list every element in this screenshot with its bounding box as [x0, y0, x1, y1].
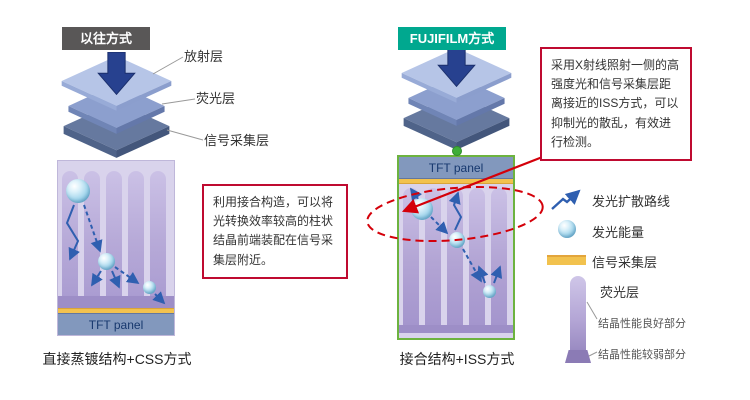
radiation-layer-label: 放射层: [184, 49, 224, 64]
left-detector-diagram: TFT panel: [57, 160, 175, 336]
signal-layer-icon: [547, 255, 586, 265]
light-energy-sphere-icon: [66, 179, 90, 203]
tft-panel-bar: TFT panel: [399, 157, 513, 179]
phosphor-column: [62, 171, 78, 298]
bond-connector-dot: [452, 146, 462, 156]
legend-crystal-weak-label: 结晶性能较弱部分: [598, 349, 686, 361]
light-energy-icon: [558, 220, 576, 238]
phosphor-column: [128, 171, 144, 298]
phosphor-column: [150, 171, 166, 298]
column-base-strip: [58, 296, 174, 308]
tft-panel-bar: TFT panel: [58, 313, 174, 335]
phosphor-column-base-icon: [565, 350, 591, 363]
left-structure-caption: 直接蒸镀结构+CSS方式: [42, 351, 192, 367]
bonding-structure-note: 利用接合构造，可以将光转换效率较高的柱状结晶前端装配在信号采集层附近。: [202, 184, 348, 279]
light-energy-sphere-icon: [411, 198, 433, 220]
light-energy-sphere-icon: [449, 232, 465, 248]
signal-collection-layer-strip: [399, 179, 513, 184]
column-base-strip: [399, 325, 513, 333]
legend-fluorescent-label: 荧光层: [600, 285, 640, 300]
phosphor-column-icon: [570, 276, 586, 350]
light-scatter-arrows: [65, 204, 166, 305]
phosphor-column: [84, 171, 100, 298]
right-xray-layer-stack-icon: [401, 44, 512, 150]
left-xray-layer-stack-icon: [61, 52, 172, 158]
right-structure-caption: 接合结构+ISS方式: [399, 351, 515, 367]
previous-method-badge: 以往方式: [62, 27, 150, 50]
right-detector-diagram: TFT panel: [397, 155, 515, 340]
signal-collection-layer-strip: [58, 308, 174, 313]
legend-crystal-good-label: 结晶性能良好部分: [598, 318, 686, 330]
signal-layer-label: 信号采集层: [204, 133, 270, 148]
light-diffusion-arrow-icon: [551, 189, 581, 210]
light-energy-sphere-icon: [98, 253, 115, 270]
legend-energy-label: 发光能量: [592, 225, 645, 240]
light-energy-sphere-icon: [143, 281, 156, 294]
light-energy-sphere-icon: [483, 285, 496, 298]
fujifilm-method-badge: FUJIFILM方式: [398, 27, 506, 50]
legend-diffusion-label: 发光扩散路线: [592, 194, 671, 209]
fluorescent-layer-label: 荧光层: [196, 91, 236, 106]
legend-signal-layer-label: 信号采集层: [592, 255, 658, 270]
iss-method-note: 采用X射线照射一侧的高强度光和信号采集层距离接近的ISS方式，可以抑制光的散乱，…: [540, 47, 692, 161]
